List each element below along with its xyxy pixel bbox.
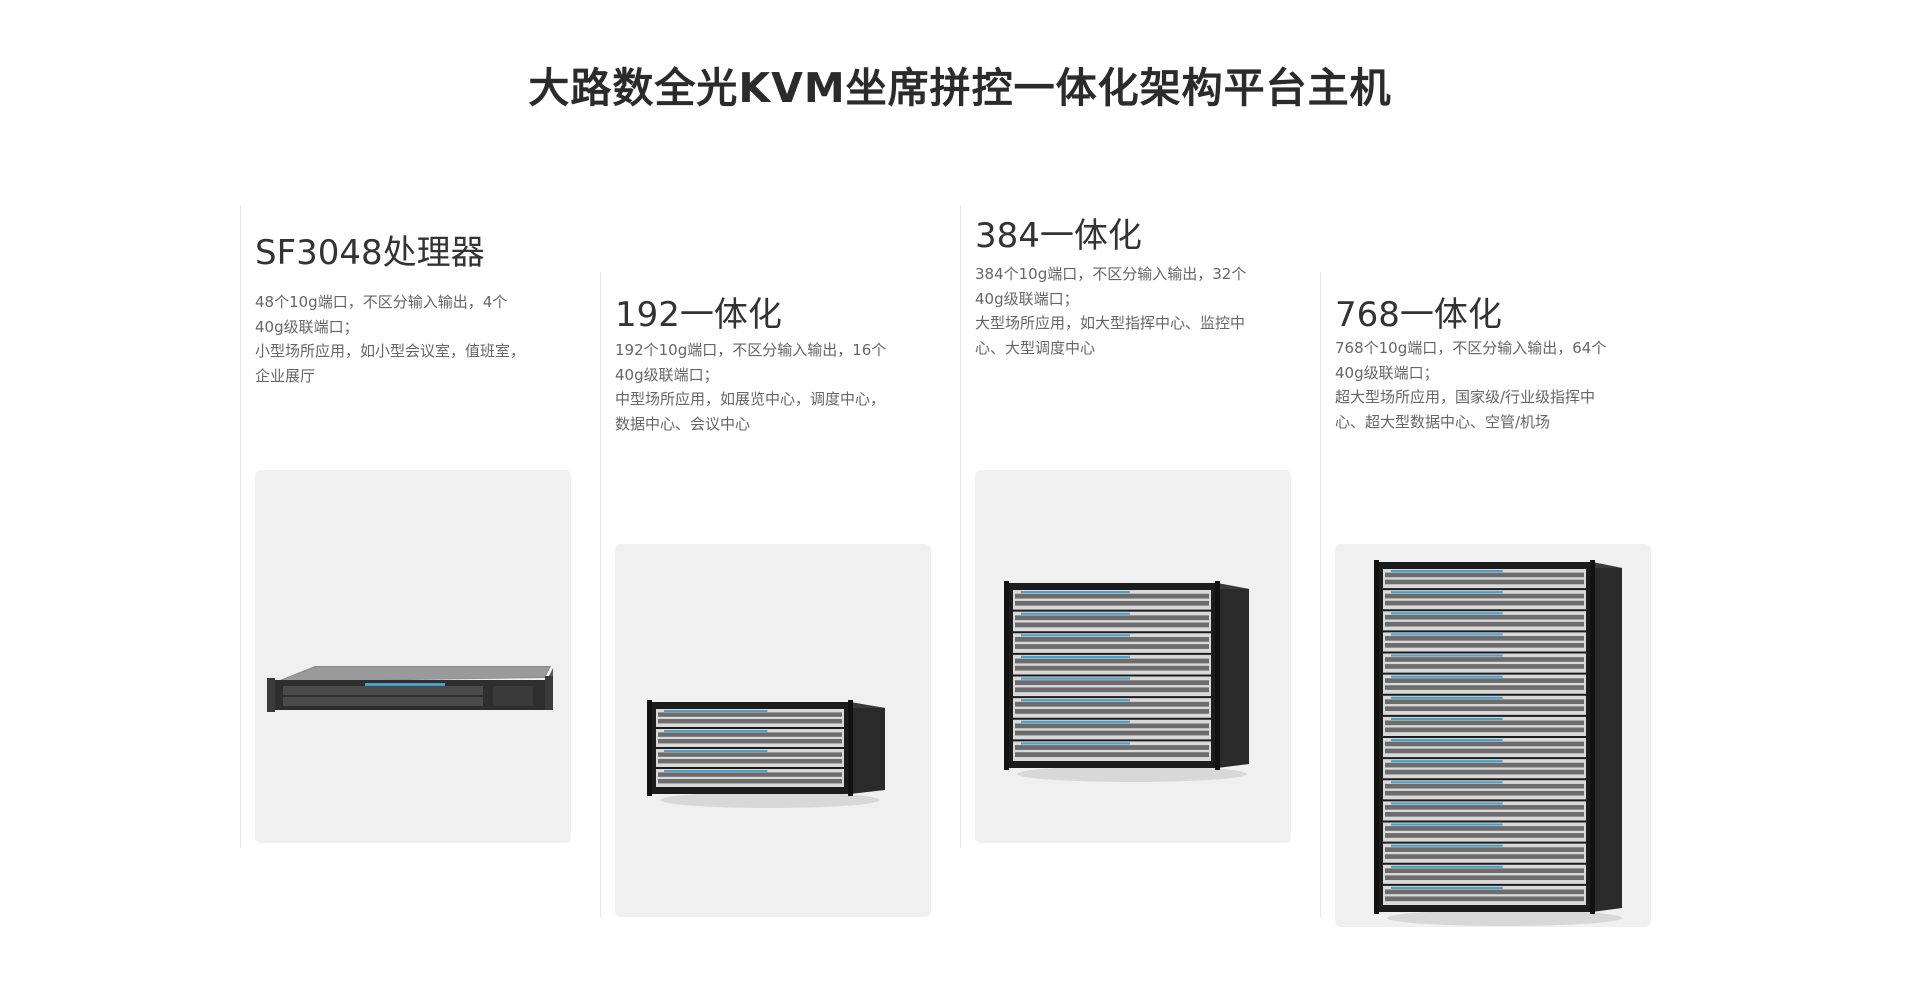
page-title: 大路数全光KVM坐席拼控一体化架构平台主机 xyxy=(528,64,1392,112)
product-description: 384个10g端口，不区分输入输出，32个40g级联端口； 大型场所应用，如大型… xyxy=(975,262,1255,360)
product-card-768[interactable]: 768一体化 768个10g端口，不区分输入输出，64个40g级联端口； 超大型… xyxy=(1320,272,1681,927)
product-desc-line: 大型场所应用，如大型指挥中心、监控中心、大型调度中心 xyxy=(975,314,1246,357)
product-image xyxy=(255,470,571,843)
rack-16u-cabinet-icon xyxy=(1374,560,1622,926)
product-desc-line: 小型场所应用，如小型会议室，值班室，企业展厅 xyxy=(255,342,526,385)
product-desc-line: 中型场所应用，如展览中心，调度中心，数据中心、会议中心 xyxy=(615,390,886,433)
product-title: 768一体化 xyxy=(1335,295,1502,335)
product-title: 192一体化 xyxy=(615,295,782,335)
rack-8u-chassis-icon xyxy=(1004,581,1249,782)
product-title: 384一体化 xyxy=(975,216,1142,256)
product-image xyxy=(1335,544,1651,927)
rack-4u-chassis-icon xyxy=(647,700,885,808)
product-desc-line: 超大型场所应用，国家级/行业级指挥中心、超大型数据中心、空管/机场 xyxy=(1335,388,1596,431)
product-card-192[interactable]: 192一体化 192个10g端口，不区分输入输出，16个40g级联端口； 中型场… xyxy=(600,272,961,917)
product-image xyxy=(615,544,931,917)
product-desc-line: 768个10g端口，不区分输入输出，64个40g级联端口； xyxy=(1335,339,1607,382)
product-card-sf3048[interactable]: SF3048处理器 48个10g端口，不区分输入输出，4个40g级联端口； 小型… xyxy=(240,205,601,848)
product-description: 768个10g端口，不区分输入输出，64个40g级联端口； 超大型场所应用，国家… xyxy=(1335,336,1615,434)
product-card-384[interactable]: 384一体化 384个10g端口，不区分输入输出，32个40g级联端口； 大型场… xyxy=(960,205,1321,848)
rack-1u-switch-icon xyxy=(267,666,553,712)
product-desc-line: 384个10g端口，不区分输入输出，32个40g级联端口； xyxy=(975,265,1247,308)
product-image xyxy=(975,470,1291,843)
product-desc-line: 192个10g端口，不区分输入输出，16个40g级联端口； xyxy=(615,341,887,384)
product-description: 192个10g端口，不区分输入输出，16个40g级联端口； 中型场所应用，如展览… xyxy=(615,338,895,436)
product-title: SF3048处理器 xyxy=(255,233,485,273)
product-description: 48个10g端口，不区分输入输出，4个40g级联端口； 小型场所应用，如小型会议… xyxy=(255,290,525,388)
product-desc-line: 48个10g端口，不区分输入输出，4个40g级联端口； xyxy=(255,293,508,336)
